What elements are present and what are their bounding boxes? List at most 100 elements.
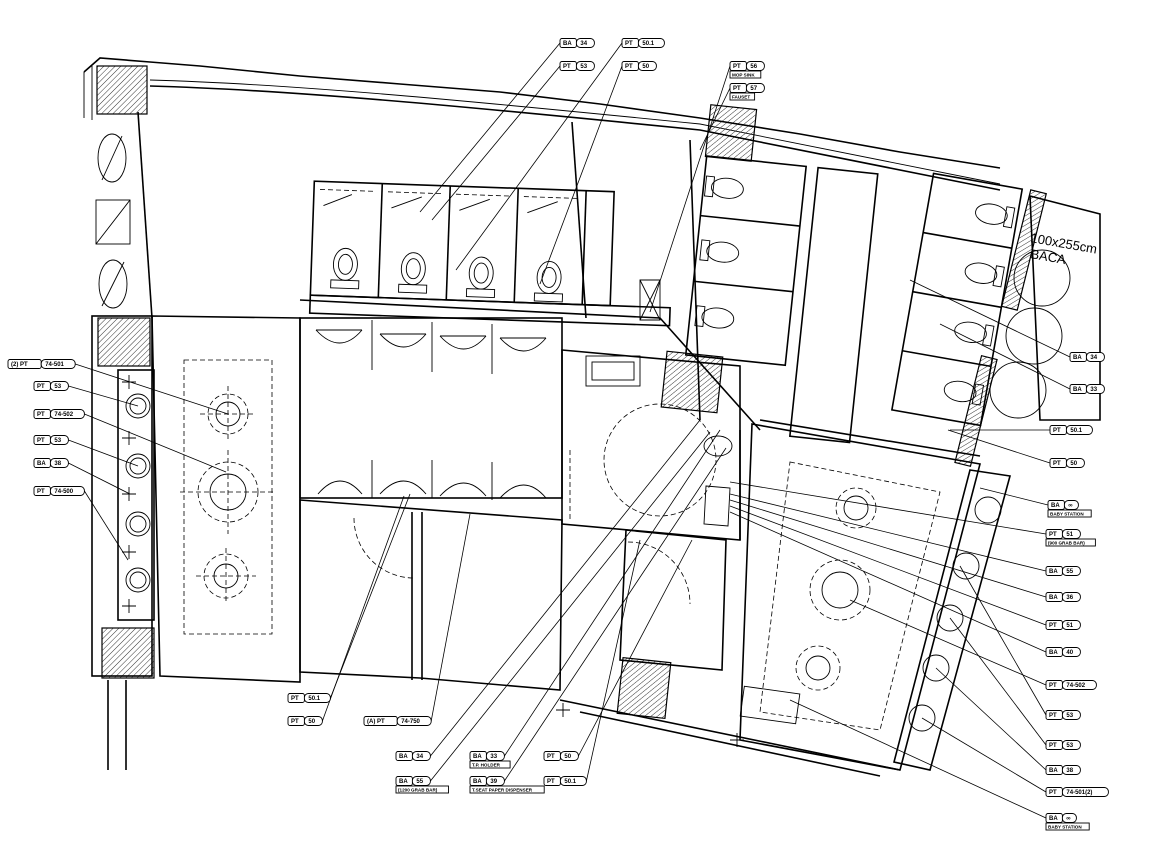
tag-number-box xyxy=(303,693,331,703)
tag-number: 50 xyxy=(564,754,571,760)
tag-note-box xyxy=(1045,822,1090,831)
tag-code: BA xyxy=(399,779,408,785)
tag-note-box xyxy=(395,785,449,794)
center-cubicles xyxy=(299,317,563,691)
tag-number: 50 xyxy=(308,719,315,725)
left-facade-panels xyxy=(95,111,153,770)
tag-code: BA xyxy=(37,461,46,467)
right-wc-stalls xyxy=(684,155,879,444)
leader-lines xyxy=(68,42,1071,819)
tag-note: T.SEAT PAPER DISPENSER xyxy=(472,787,533,792)
tag-number-box xyxy=(1061,765,1081,775)
tag-code: BA xyxy=(1049,768,1058,774)
tag-number-box xyxy=(1061,680,1097,690)
tag-number: 50.1 xyxy=(564,779,576,785)
leader-line xyxy=(729,481,1047,535)
tag-code: BA xyxy=(1049,816,1058,822)
tag-number: 74-750 xyxy=(401,719,420,725)
fixture-tag: (A) PT 74-750 xyxy=(363,716,432,726)
tag-code: BA xyxy=(1049,569,1058,575)
tag-number: 51 xyxy=(1066,532,1073,538)
tag-number: 50 xyxy=(642,64,649,70)
leader-line xyxy=(959,565,1047,716)
tag-number-box xyxy=(1085,384,1105,394)
tag-code: PT xyxy=(37,489,45,495)
leader-line xyxy=(909,279,1071,358)
fixture-tag: PT 53 xyxy=(1045,710,1081,720)
fixture-tag: BA 34 xyxy=(395,751,431,761)
leader-line xyxy=(939,323,1071,390)
leader-line xyxy=(504,447,727,782)
tag-code: BA xyxy=(1049,595,1058,601)
tag-number: 55 xyxy=(416,779,423,785)
tag-number: 74-502 xyxy=(54,412,73,418)
tag-number: 53 xyxy=(580,64,587,70)
tag-code: PT xyxy=(1049,713,1057,719)
tag-number: 38 xyxy=(1066,768,1073,774)
tag-number-box xyxy=(40,359,76,369)
fixture-tag: PT 50.1 xyxy=(543,776,587,786)
leader-line xyxy=(330,493,411,699)
tag-number-box xyxy=(411,776,431,786)
tag-code: PT xyxy=(1049,683,1057,689)
leader-line xyxy=(979,487,1049,506)
leader-line xyxy=(455,42,623,271)
tag-note: FAUSET xyxy=(732,94,750,99)
tag-number-box xyxy=(559,776,587,786)
tag-number: 57 xyxy=(750,86,757,92)
tag-note: MOP SINK xyxy=(732,72,755,77)
tag-number: 50 xyxy=(1070,461,1077,467)
tag-number: 53 xyxy=(54,438,61,444)
leader-line xyxy=(578,539,693,757)
tag-code: PT xyxy=(625,64,633,70)
leader-line xyxy=(75,363,229,415)
fixture-tag: BA∞BABY STATION xyxy=(1047,500,1092,518)
toilet-bowls-upper xyxy=(330,247,564,303)
tag-number: 33 xyxy=(490,754,497,760)
tag-code: PT xyxy=(547,779,555,785)
tag-code: BA xyxy=(1049,650,1058,656)
fixture-tag: BA 55 (1200 GRAB BAR) xyxy=(395,776,449,794)
tag-note: (1200 GRAB BAR) xyxy=(398,787,438,792)
tag-number-box xyxy=(1061,787,1109,797)
leader-line xyxy=(649,65,731,313)
fixture-tag: BA 38 xyxy=(1045,765,1081,775)
tag-note-box xyxy=(729,70,762,79)
tag-note-box xyxy=(469,785,545,794)
tag-code: BA xyxy=(473,754,482,760)
tag-note: BABY STATION xyxy=(1050,511,1084,516)
tag-number: 53 xyxy=(1066,713,1073,719)
tag-number: 53 xyxy=(54,384,61,390)
tag-code: PT xyxy=(733,64,741,70)
left-vanity-area xyxy=(91,315,301,683)
tag-code: PT xyxy=(1049,743,1057,749)
tag-code: BA xyxy=(399,754,408,760)
leader-line xyxy=(921,717,1047,793)
tag-number: 34 xyxy=(416,754,423,760)
leader-line xyxy=(430,513,471,722)
tag-number-box xyxy=(49,486,85,496)
tag-code: (A) PT xyxy=(367,719,385,725)
tag-number-box xyxy=(1063,500,1079,510)
tag-code: PT xyxy=(733,86,741,92)
tag-number: 40 xyxy=(1066,650,1073,656)
tag-code: PT xyxy=(563,64,571,70)
tag-number: 56 xyxy=(750,64,757,70)
tag-number-box xyxy=(49,381,69,391)
leader-line xyxy=(729,505,1047,626)
tag-number-box xyxy=(49,435,69,445)
leader-line xyxy=(539,65,623,285)
tag-code: PT xyxy=(291,696,299,702)
leader-line xyxy=(430,431,711,782)
tag-number-box xyxy=(575,38,595,48)
